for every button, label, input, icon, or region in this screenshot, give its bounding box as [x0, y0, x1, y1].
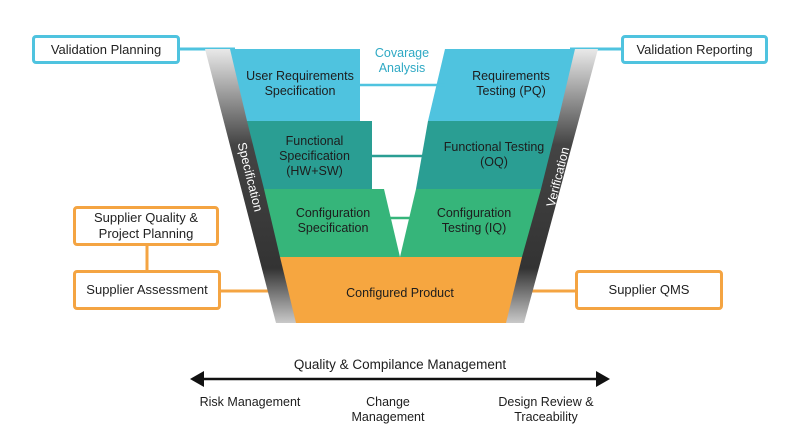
- verification-band: [500, 49, 598, 323]
- supplier-qms-box: Supplier QMS: [575, 270, 723, 310]
- management-arrow-right-head: [596, 371, 610, 387]
- validation-planning-label: Validation Planning: [50, 41, 162, 57]
- right-level-3-shape: [400, 189, 541, 257]
- right-level-2-shape: [416, 121, 558, 189]
- left-level-2-label: Functional Specification (HW+SW): [279, 133, 350, 178]
- validation-reporting-label: Validation Reporting: [636, 41, 753, 57]
- management-title: Quality & Compilance Management: [293, 357, 507, 372]
- right-level-1-label: Requirements Testing (PQ): [472, 69, 550, 98]
- left-level-1-shape: [230, 49, 360, 121]
- right-level-3-label: Configuration Testing (IQ): [436, 206, 512, 235]
- validation-reporting-box: Validation Reporting: [621, 35, 768, 64]
- supplier-qms-label: Supplier QMS: [608, 282, 690, 297]
- management-item-risk: Risk Management: [199, 395, 301, 409]
- supplier-quality-box: Supplier Quality & Project Planning: [73, 206, 219, 246]
- validation-planning-box: Validation Planning: [32, 35, 180, 64]
- supplier-assessment-box: Supplier Assessment: [73, 270, 221, 310]
- right-level-1-shape: [428, 49, 575, 121]
- bottom-level-label: Configured Product: [346, 285, 454, 300]
- left-level-3-label: Configuration Specification: [295, 206, 371, 235]
- left-level-3-shape: [264, 189, 400, 257]
- bottom-level-shape: [280, 257, 522, 323]
- management-item-design-review: Design Review & Traceability: [498, 395, 594, 424]
- coverage-analysis-label: Covarage Analysis: [374, 46, 430, 75]
- left-level-1-label: User Requirements Specification: [246, 69, 354, 98]
- supplier-quality-label: Supplier Quality & Project Planning: [93, 210, 199, 241]
- right-level-2-label: Functional Testing (OQ): [443, 140, 545, 169]
- management-item-change: Change Management: [351, 395, 425, 424]
- management-arrow-left-head: [190, 371, 204, 387]
- supplier-assessment-label: Supplier Assessment: [86, 282, 208, 297]
- specification-band: [205, 49, 300, 323]
- left-level-2-shape: [247, 121, 372, 189]
